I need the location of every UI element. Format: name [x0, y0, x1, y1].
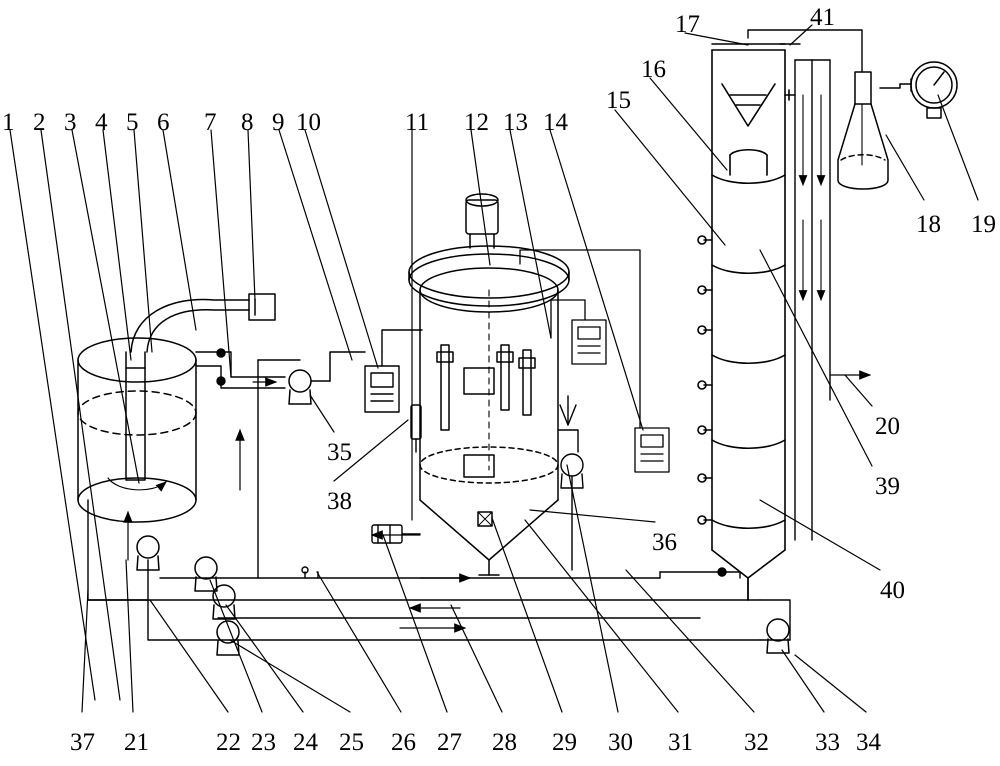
callout-14: 14	[543, 109, 568, 136]
column-reactor	[697, 43, 796, 601]
gas-wash-flask	[837, 71, 901, 190]
callout-10: 10	[296, 109, 321, 136]
callout-30: 30	[608, 729, 633, 756]
leader-lines-left	[9, 129, 379, 701]
callout-11: 11	[405, 109, 430, 136]
callout-9: 9	[272, 109, 285, 136]
central-fermenter	[408, 193, 570, 576]
callout-24: 24	[293, 729, 318, 756]
callout-37: 37	[70, 729, 95, 756]
column-downcomer	[794, 59, 872, 541]
callout-25: 25	[339, 729, 364, 756]
callout-26: 26	[391, 729, 416, 756]
top-gas-line	[747, 29, 863, 73]
callout-5: 5	[126, 109, 139, 136]
callout-15: 15	[606, 87, 631, 114]
callout-4: 4	[95, 109, 108, 136]
callout-39: 39	[875, 473, 900, 500]
callout-31: 31	[668, 729, 693, 756]
callout-34: 34	[856, 729, 881, 756]
callout-8: 8	[241, 109, 254, 136]
callout-28: 28	[492, 729, 517, 756]
pump-21	[136, 535, 160, 571]
callout-12: 12	[464, 109, 489, 136]
callout-36: 36	[652, 529, 677, 556]
callout-41: 41	[810, 4, 835, 31]
callout-33: 33	[815, 729, 840, 756]
sensor-wiring	[519, 249, 670, 473]
pump-24	[216, 620, 240, 656]
callout-3: 3	[64, 109, 77, 136]
callout-32: 32	[744, 729, 769, 756]
valves	[301, 566, 309, 579]
pump-33	[766, 618, 790, 654]
leader-lines-bottom	[81, 394, 867, 713]
callout-20: 20	[875, 413, 900, 440]
bottom-piping	[87, 359, 791, 641]
callout-13: 13	[503, 109, 528, 136]
callout-22: 22	[216, 729, 241, 756]
callout-18: 18	[916, 211, 941, 238]
callout-2: 2	[33, 109, 46, 136]
callout-35: 35	[327, 439, 352, 466]
pump-35	[288, 351, 366, 405]
pump-23	[212, 584, 236, 620]
callout-29: 29	[552, 729, 577, 756]
callout-16: 16	[641, 56, 666, 83]
fermenter-outlet	[557, 395, 584, 571]
callout-38: 38	[327, 488, 352, 515]
callout-1: 1	[2, 109, 15, 136]
callout-21: 21	[124, 729, 149, 756]
tank-outlet-pipe	[195, 348, 286, 389]
tank-top-hose	[130, 293, 276, 353]
leader-lines-middle	[411, 129, 644, 521]
callout-17: 17	[675, 11, 700, 38]
callout-40: 40	[880, 577, 905, 604]
callout-23: 23	[251, 729, 276, 756]
fermenter-side-probe	[410, 404, 422, 453]
callout-19: 19	[971, 211, 996, 238]
callout-27: 27	[437, 729, 462, 756]
pump-22	[194, 556, 218, 592]
instrument-box-9	[364, 329, 423, 413]
callout-6: 6	[157, 109, 170, 136]
leader-lines-right	[529, 24, 979, 571]
left-storage-tank	[77, 337, 197, 523]
callout-7: 7	[204, 109, 217, 136]
blower-27	[371, 524, 421, 544]
pressure-gauge	[899, 61, 958, 119]
